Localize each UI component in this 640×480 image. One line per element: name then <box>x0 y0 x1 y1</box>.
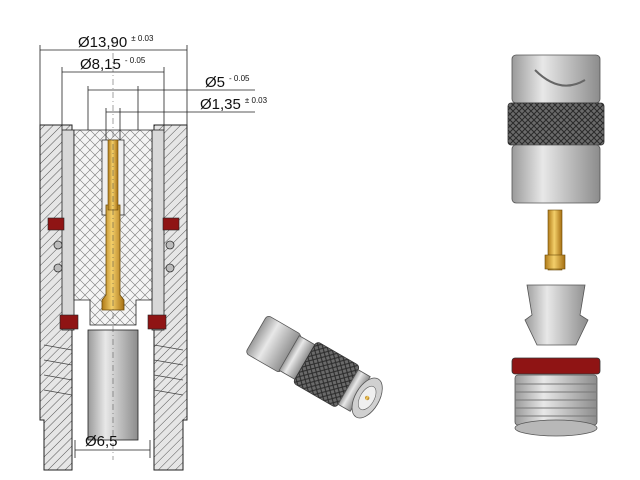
assembled-connector-3d <box>246 316 383 419</box>
insulator-part <box>524 284 589 346</box>
red-seal-ring <box>511 357 601 375</box>
inner-sleeve-right <box>151 129 165 331</box>
bayonet-cap <box>511 54 601 104</box>
dimension-lines <box>39 45 255 458</box>
dim-13-90: Ø13,90± 0.03 <box>78 34 154 51</box>
knurled-sleeve <box>507 102 605 146</box>
dim-1-35: Ø1,35± 0.03 <box>200 96 268 113</box>
dimension-labels: Ø13,90± 0.03 Ø8,15- 0.05 Ø5- 0.05 Ø1,35±… <box>78 34 268 450</box>
dim-6-5: Ø6,5 <box>85 433 118 450</box>
seal-lower-right <box>147 314 167 330</box>
seal-upper-left <box>47 217 65 231</box>
dim-5: Ø5- 0.05 <box>205 74 250 91</box>
cap-body <box>511 144 601 204</box>
cross-section-view <box>39 40 188 471</box>
seal-upper-right <box>162 217 180 231</box>
ferrule <box>87 329 139 441</box>
seal-lower-left <box>59 314 79 330</box>
center-contact <box>364 395 370 401</box>
exploded-view <box>507 54 605 437</box>
dim-8-15: Ø8,15- 0.05 <box>80 56 146 73</box>
